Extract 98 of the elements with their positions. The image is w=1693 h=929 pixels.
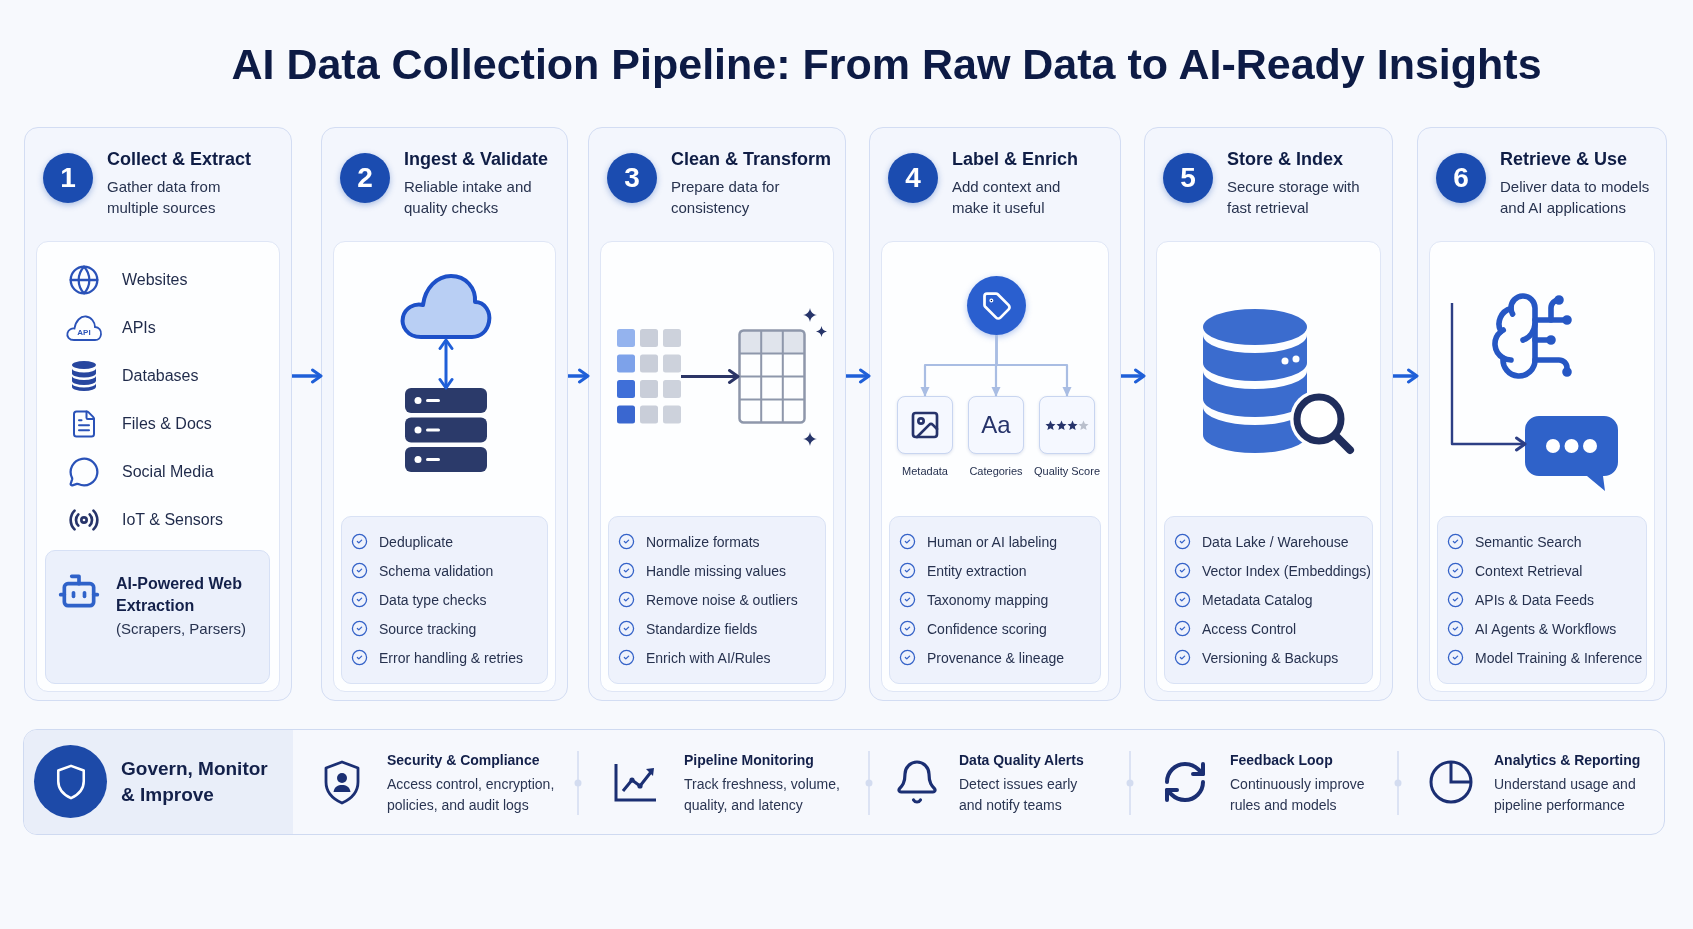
stage-card: [588, 127, 846, 701]
content-panel: [881, 241, 1109, 692]
tag-icon: [967, 276, 1026, 335]
content-panel: [333, 241, 556, 692]
summary-title: Govern, Monitor & Improve: [121, 757, 269, 807]
checklist-item: Access Control: [1202, 619, 1297, 638]
source-label: Files & Docs: [122, 414, 212, 434]
stage-card: [321, 127, 568, 701]
stage-card: [24, 127, 292, 701]
stage-card: [1417, 127, 1667, 701]
stage-description: Deliver data to models and AI applications: [1500, 177, 1651, 218]
arrow: [1450, 303, 1527, 452]
feature-description: Detect issues early and notify teams: [959, 775, 1079, 815]
arrow: [438, 338, 454, 390]
checklist-item: Standardize fields: [646, 619, 758, 638]
stage-title: Store & Index: [1227, 148, 1344, 171]
checklist-item: APIs & Data Feeds: [1475, 590, 1595, 609]
checklist-panel: [1164, 516, 1373, 684]
stage-card: [869, 127, 1121, 701]
checklist-panel: [608, 516, 826, 684]
arrow: [568, 368, 590, 384]
checklist-item: Normalize formats: [646, 532, 760, 551]
content-panel: [1429, 241, 1655, 692]
source-label: IoT & Sensors: [122, 510, 224, 530]
checklist-panel: [1437, 516, 1647, 684]
checklist-item: Confidence scoring: [927, 619, 1047, 638]
summary-panel: [24, 730, 293, 834]
feature-title: Security & Compliance: [387, 751, 540, 770]
checklist-item: Enrich with AI/Rules: [646, 648, 771, 667]
tile-label: Metadata: [902, 464, 948, 478]
feature-description: Understand usage and pipeline performance: [1494, 775, 1637, 815]
checklist-item: Data Lake / Warehouse: [1202, 532, 1349, 551]
checklist-item: Source tracking: [379, 619, 477, 638]
arrow: [1393, 368, 1419, 384]
feature-title: AI-Powered Web Extraction: [116, 574, 243, 616]
checklist-item: Taxonomy mapping: [927, 590, 1049, 609]
stage-title: Label & Enrich: [952, 148, 1079, 171]
feature-description: Access control, encryption, policies, and audit logs: [387, 775, 556, 815]
checklist-item: Metadata Catalog: [1202, 590, 1313, 609]
arrow: [1121, 368, 1146, 384]
page-title: AI Data Collection Pipeline: From Raw Data to AI-Ready Insights: [231, 39, 1542, 90]
stage-title: Retrieve & Use: [1500, 148, 1628, 171]
step-number: 6: [1436, 153, 1486, 203]
arrow: [846, 368, 871, 384]
feature-description: Continuously improve rules and models: [1230, 775, 1366, 815]
arrow: [292, 368, 323, 384]
checklist-item: Context Retrieval: [1475, 561, 1583, 580]
feature-description: (Scrapers, Parsers): [116, 619, 247, 639]
step-number: 2: [340, 153, 390, 203]
step-number: 5: [1163, 153, 1213, 203]
icon-caption: API: [77, 328, 91, 337]
tile-label: Quality Score: [1034, 464, 1100, 478]
checklist-item: AI Agents & Workflows: [1475, 619, 1617, 638]
checklist-item: Model Training & Inference: [1475, 648, 1643, 667]
source-label: APIs: [122, 318, 156, 338]
step-number: 3: [607, 153, 657, 203]
checklist-panel: [341, 516, 548, 684]
stage-description: Reliable intake and quality checks: [404, 177, 533, 218]
feature-panel: [45, 550, 270, 684]
typeface-sample: Aa: [981, 411, 1011, 439]
stage-title: Ingest & Validate: [404, 148, 549, 171]
tile-label: Categories: [969, 464, 1023, 478]
governance-band: [23, 729, 1665, 835]
arrow: [995, 335, 1072, 397]
stage-description: Prepare data for consistency: [671, 177, 781, 218]
checklist-panel: [889, 516, 1101, 684]
step-number: 1: [43, 153, 93, 203]
checklist-item: Schema validation: [379, 561, 494, 580]
content-panel: [36, 241, 280, 692]
stage-description: Add context and make it useful: [952, 177, 1062, 218]
stage-card: [1144, 127, 1393, 701]
feature-title: Feedback Loop: [1230, 751, 1333, 770]
checklist-item: Versioning & Backups: [1202, 648, 1339, 667]
checklist-item: Provenance & lineage: [927, 648, 1064, 667]
source-label: Databases: [122, 366, 199, 386]
checklist-item: Deduplicate: [379, 532, 453, 551]
checklist-item: Data type checks: [379, 590, 487, 609]
content-panel: [600, 241, 834, 692]
arrow: [681, 369, 740, 384]
source-label: Social Media: [122, 462, 214, 482]
checklist-item: Handle missing values: [646, 561, 787, 580]
content-panel: [1156, 241, 1381, 692]
checklist-item: Entity extraction: [927, 561, 1027, 580]
step-number: 4: [888, 153, 938, 203]
checklist-item: Error handling & retries: [379, 648, 523, 667]
feature-description: Track freshness, volume, quality, and latency: [684, 775, 841, 815]
stage-title: Clean & Transform: [671, 148, 832, 171]
feature-title: Pipeline Monitoring: [684, 751, 814, 770]
stage-description: Secure storage with fast retrieval: [1227, 177, 1361, 218]
stage-title: Collect & Extract: [107, 148, 252, 171]
source-label: Websites: [122, 270, 188, 290]
checklist-item: Vector Index (Embeddings): [1202, 561, 1371, 580]
feature-title: Analytics & Reporting: [1494, 751, 1641, 770]
checklist-item: Semantic Search: [1475, 532, 1582, 551]
checklist-item: Remove noise & outliers: [646, 590, 798, 609]
feature-title: Data Quality Alerts: [959, 751, 1084, 770]
checklist-item: Human or AI labeling: [927, 532, 1057, 551]
stage-description: Gather data from multiple sources: [107, 177, 222, 218]
